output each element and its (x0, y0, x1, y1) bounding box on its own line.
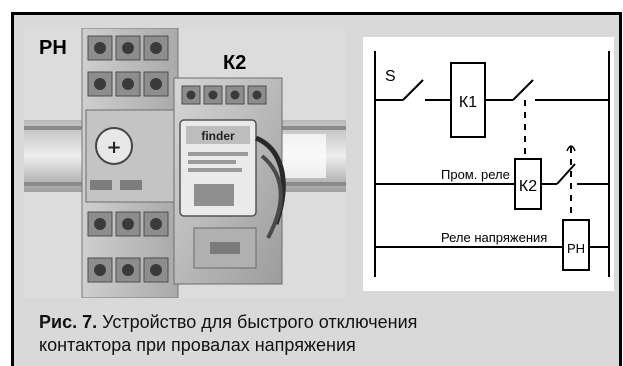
voltage-relay-label: Реле напряжения (441, 230, 547, 245)
relay-brand-text: finder (201, 129, 235, 143)
schematic-panel: S К1 К2 РН Пром. реле Реле напряжения (363, 37, 614, 291)
figure-number: Рис. 7. (39, 312, 98, 332)
intermediate-relay-label: Пром. реле (441, 167, 510, 182)
voltage-relay-module: + (81, 28, 179, 298)
wiring-schematic: S К1 К2 РН Пром. реле Реле напряжения (374, 51, 610, 277)
coil-ph-label: РН (567, 241, 585, 256)
intermediate-relay-module: finder (173, 77, 286, 285)
caption-line-2: контактора при провалах напряжения (39, 335, 356, 355)
coil-k1-label: К1 (459, 94, 477, 111)
photo-label-ph: РН (39, 37, 67, 59)
svg-text:+: + (106, 137, 121, 158)
switch-s-label: S (385, 68, 396, 85)
contact-k2-line1 (512, 79, 534, 101)
switch-s-contact (402, 79, 424, 101)
coil-k2-label: К2 (519, 178, 537, 195)
adjustment-dial (95, 127, 133, 165)
figure-caption: Рис. 7. Устройство для быстрого отключен… (39, 311, 599, 357)
photo-label-k2: К2 (223, 52, 247, 74)
contact-ph-line2 (556, 163, 576, 185)
caption-line-1-text: Устройство для быстрого отключения (102, 312, 418, 332)
relay-photo: + (24, 28, 346, 298)
caption-line-1: Рис. 7. Устройство для быстрого отключен… (39, 311, 599, 334)
coil-ph (562, 219, 590, 271)
